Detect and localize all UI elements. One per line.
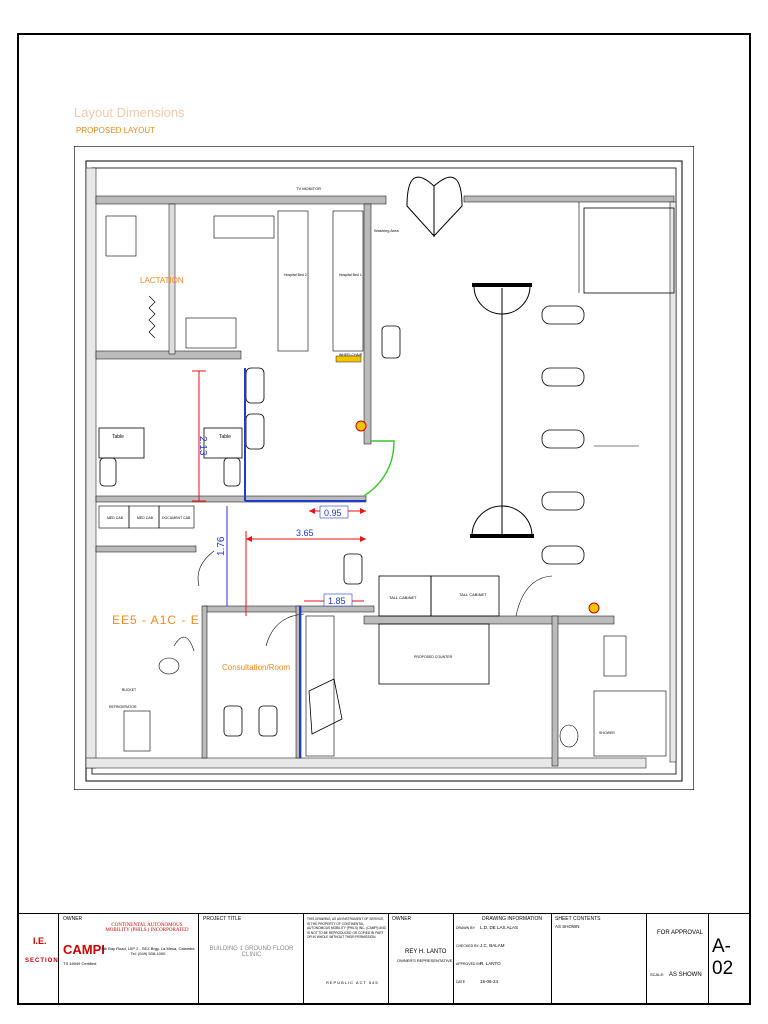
label-consultation: Consultation/Room (222, 663, 290, 672)
republic-act: REPUBLIC ACT 545 (326, 980, 379, 985)
drawn-by-label: DRAWN BY: (456, 926, 476, 930)
sheet-contents-cell: SHEET CONTENTS AS SHOWN (552, 914, 647, 1004)
label-lactation: LACTATION (140, 276, 184, 285)
label-ee5: EE5 - A1C - E (112, 613, 200, 627)
scale-label: SCALE: (650, 972, 665, 977)
label-document-cab: DOCUMENT CAB (162, 516, 191, 520)
company-logo: CAMPI (63, 942, 105, 957)
date-label: DATE (456, 980, 466, 984)
sheet-contents-value: AS SHOWN (555, 924, 580, 929)
label-tall-cabinet-2: TALL CABINET (459, 592, 487, 597)
label-med-cab-1: MED CAB (107, 516, 124, 520)
company-name: CONTINENTAL AUTONOMOUS MOBILITY (PHILS.)… (105, 923, 189, 933)
label-bucket: BUCKET (122, 688, 137, 692)
company-address: 4th Bay Road, LIIP 2 - SEZ Brgy. La Mesa… (101, 946, 195, 956)
sheet-number-cell: A-02 (709, 914, 749, 1004)
drawn-by: L.D. DE LAS ALAS (480, 925, 519, 930)
ie-label: I.E. (33, 936, 47, 946)
dimension-2-13: 2.13 (197, 436, 208, 456)
ie-section-cell: I.E. SECTION (19, 914, 59, 1004)
drawing-frame (17, 33, 751, 1005)
drawing-info-cell: DRAWING INFORMATION DRAWN BY: L.D. DE LA… (454, 914, 552, 1004)
approved-by-label: APPROVED BY: (456, 962, 482, 966)
drawing-info-header: DRAWING INFORMATION (482, 916, 542, 922)
project-title: BUILDING 1 GROUND FLOOR CLINIC (209, 946, 294, 958)
dimension-1-85: 1.85 (328, 596, 346, 606)
for-approval: FOR APPROVAL (657, 930, 703, 936)
label-hospital-bed-2: Hospital Bed 2 (284, 273, 307, 277)
note-cell: THIS DRAWING, AS AN INSTRUMENT OF SERVIC… (304, 914, 389, 1004)
owner-cell: OWNER CAMPI CONTINENTAL AUTONOMOUS MOBIL… (59, 914, 199, 1004)
certification: TS 16949 Certified (63, 961, 97, 966)
label-wheelchair: WHEELCHAIR (339, 353, 363, 357)
dimension-0-95: 0.95 (324, 508, 342, 518)
checked-by-label: CHECKED BY: (456, 944, 480, 948)
copyright-note: THIS DRAWING, AS AN INSTRUMENT OF SERVIC… (307, 917, 386, 939)
label-counter: PROPOSED COUNTER (414, 655, 453, 659)
title-block: I.E. SECTION OWNER CAMPI CONTINENTAL AUT… (19, 913, 749, 1004)
project-cell: PROJECT TITLE BUILDING 1 GROUND FLOOR CL… (199, 914, 304, 1004)
scale-value: AS SHOWN (669, 972, 702, 978)
approval-cell: FOR APPROVAL SCALE: AS SHOWN (647, 914, 709, 1004)
project-header: PROJECT TITLE (203, 916, 242, 922)
label-tv-monitor: TV MONITOR (296, 186, 321, 191)
sheet-contents-header: SHEET CONTENTS (555, 916, 601, 922)
dimension-1-76: 1.76 (216, 536, 227, 556)
checked-by: J.C. BALAM (480, 943, 505, 948)
section-label: SECTION (25, 958, 59, 964)
approved-by: R. LANTO (480, 961, 501, 966)
label-tall-cabinet-1: TALL CABINET (389, 595, 417, 600)
sheet-number: A-02 (712, 936, 734, 979)
owner-header: OWNER (63, 916, 83, 922)
owner-rep-cell: OWNER REY H. LANTO OWNER'S REPRESENTATIV… (389, 914, 454, 1004)
page-title: Layout Dimensions (74, 105, 185, 120)
label-hospital-bed-1: Hospital Bed 1 (339, 273, 362, 277)
label-washing-area: Washing Area (374, 228, 400, 233)
dimension-3-65: 3.65 (296, 528, 314, 538)
page-subtitle: PROPOSED LAYOUT (76, 126, 155, 135)
label-shower: SHOWER (599, 731, 615, 735)
label-table-1: Table (112, 434, 124, 440)
label-refrigerator: REFRIGERATOR (109, 705, 137, 709)
label-med-cab-2: MED CAB (137, 516, 154, 520)
rep-title: OWNER'S REPRESENTATIVE (397, 958, 453, 963)
owner-rep-header: OWNER (392, 916, 412, 922)
floor-plan: 2.13 0.95 3.65 1.76 1.85 LACTATION EE5 -… (74, 146, 694, 790)
date-value: 15-06-24 (480, 979, 499, 984)
label-table-2: Table (219, 434, 231, 440)
rep-name: REY H. LANTO (405, 949, 447, 955)
